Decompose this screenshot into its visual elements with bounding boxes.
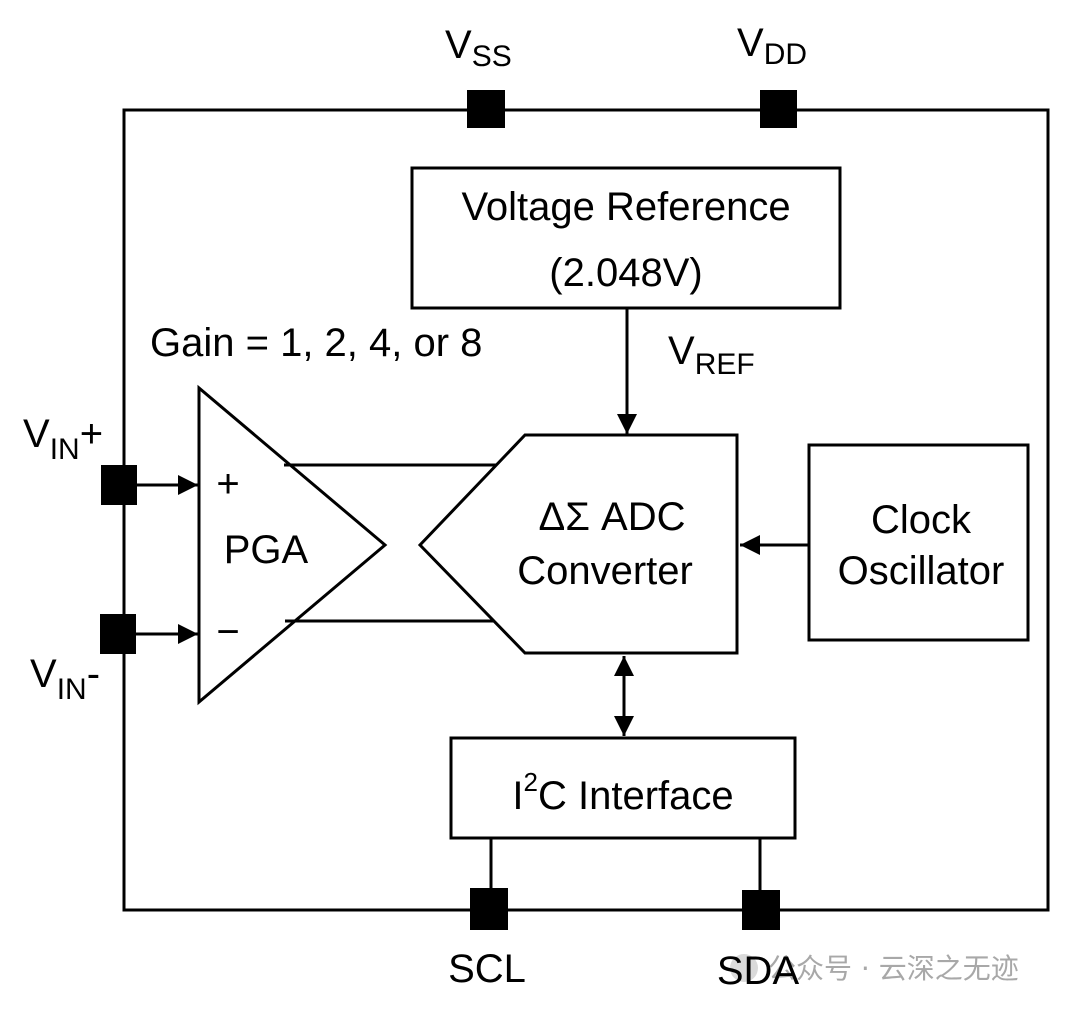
vin-plus-pin [101,465,137,505]
vdd-label: VDD [737,21,807,71]
vin-plus-label: VIN+ [23,412,103,466]
pga-plus-input: + [216,462,239,506]
vref-label: VREF [668,329,755,381]
vin-minus-pin [100,614,136,654]
vss-label: VSS [445,23,512,73]
voltage-reference-value: (2.048V) [549,251,702,295]
scl-pin [470,888,508,930]
pga-label: PGA [224,528,309,572]
scl-label: SCL [448,947,526,991]
vss-pin [467,90,505,128]
vin-minus-label: VIN- [30,652,100,706]
wechat-icon [730,954,758,982]
adc-title: ΔΣ ADC [538,495,685,539]
clock-title: Clock [871,498,972,542]
i2c-interface-block [449,736,797,840]
watermark: 公众号 · 云深之无迹 [768,952,1019,985]
adc-subtitle: Converter [517,549,693,593]
sda-pin [742,890,780,930]
adc-block [417,433,739,655]
voltage-reference-title: Voltage Reference [461,185,790,229]
clock-subtitle: Oscillator [838,549,1005,593]
clock-oscillator-block [807,443,1030,642]
voltage-reference-block [410,166,842,310]
sda-label: SDA [717,949,800,993]
vdd-pin [760,90,797,128]
chip-outline [122,108,1050,912]
i2c-label: I2C Interface [512,767,733,818]
pga-minus-input: − [216,610,239,654]
gain-label: Gain = 1, 2, 4, or 8 [150,321,482,365]
